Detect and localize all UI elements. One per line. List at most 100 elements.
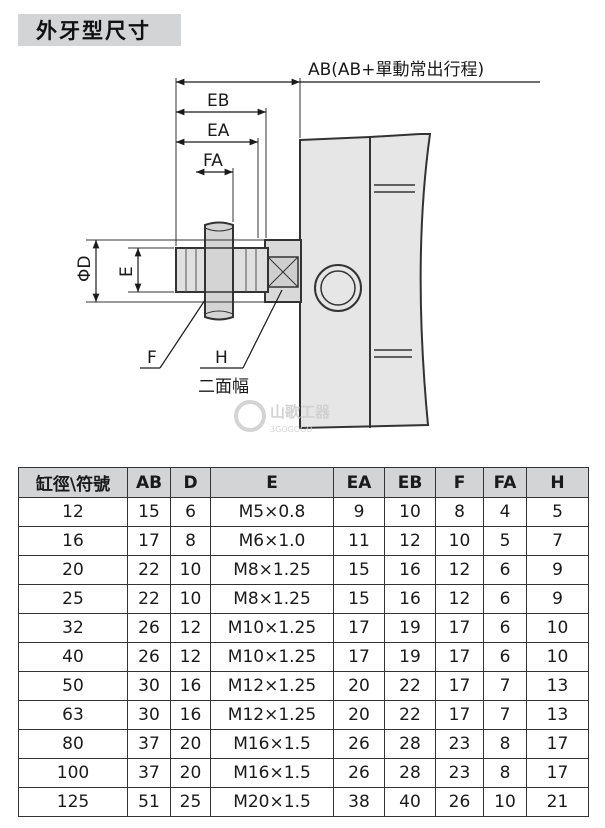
table-cell: 20 bbox=[333, 700, 385, 730]
cylinder-body bbox=[299, 133, 432, 430]
table-cell: 10 bbox=[170, 555, 211, 585]
table-cell: 10 bbox=[435, 526, 484, 556]
table-cell: 37 bbox=[127, 729, 171, 759]
table-cell: 38 bbox=[333, 787, 385, 817]
table-cell: 8 bbox=[435, 497, 484, 527]
label-e: E bbox=[117, 266, 137, 277]
table-cell: 25 bbox=[170, 787, 211, 817]
table-cell: 51 bbox=[127, 787, 171, 817]
table-cell: 12 bbox=[170, 613, 211, 643]
table-cell: 10 bbox=[170, 584, 211, 614]
table-cell: 23 bbox=[435, 758, 484, 788]
label-ea: EA bbox=[207, 121, 230, 141]
column-header: 缸徑\符號 bbox=[18, 467, 128, 498]
table-cell: 17 bbox=[435, 700, 484, 730]
label-fa: FA bbox=[203, 151, 223, 171]
table-cell: 7 bbox=[483, 671, 527, 701]
table-cell: 19 bbox=[384, 642, 436, 672]
section-title: 外牙型尺寸 bbox=[18, 14, 181, 46]
table-cell: 5 bbox=[483, 526, 527, 556]
table-cell: 16 bbox=[170, 671, 211, 701]
label-h: H bbox=[215, 348, 228, 368]
table-cell: 17 bbox=[526, 758, 589, 788]
table-cell: M6×1.0 bbox=[210, 526, 334, 556]
table-cell: 20 bbox=[170, 729, 211, 759]
table-cell: 16 bbox=[384, 584, 436, 614]
table-cell: M16×1.5 bbox=[210, 729, 334, 759]
table-cell: 25 bbox=[18, 584, 128, 614]
table-cell: 17 bbox=[127, 526, 171, 556]
table-cell: M8×1.25 bbox=[210, 555, 334, 585]
table-cell: 9 bbox=[333, 497, 385, 527]
table-cell: 8 bbox=[170, 526, 211, 556]
table-cell: 13 bbox=[526, 700, 589, 730]
table-cell: 20 bbox=[170, 758, 211, 788]
table-cell: 30 bbox=[127, 700, 171, 730]
table-cell: 12 bbox=[384, 526, 436, 556]
table-cell: M12×1.25 bbox=[210, 700, 334, 730]
table-cell: 17 bbox=[435, 642, 484, 672]
table-cell: 63 bbox=[18, 700, 128, 730]
table-cell: 11 bbox=[333, 526, 385, 556]
table-cell: 37 bbox=[127, 758, 171, 788]
column-header: AB bbox=[127, 467, 171, 498]
table-cell: 10 bbox=[526, 642, 589, 672]
table-cell: 7 bbox=[483, 700, 527, 730]
table-cell: 8 bbox=[483, 729, 527, 759]
table-cell: 32 bbox=[18, 613, 128, 643]
table-cell: 8 bbox=[483, 758, 527, 788]
table-cell: 50 bbox=[18, 671, 128, 701]
table-cell: 6 bbox=[483, 555, 527, 585]
table-cell: 6 bbox=[483, 642, 527, 672]
label-ab: AB(AB+單動常出行程) bbox=[308, 60, 484, 80]
table-cell: 6 bbox=[170, 497, 211, 527]
label-phid: ΦD bbox=[75, 256, 95, 282]
table-cell: 5 bbox=[526, 497, 589, 527]
table-cell: 26 bbox=[127, 613, 171, 643]
label-eb: EB bbox=[207, 91, 229, 111]
table-cell: 12 bbox=[18, 497, 128, 527]
hex-nut bbox=[204, 221, 234, 321]
column-header: F bbox=[435, 467, 484, 498]
table-cell: 16 bbox=[384, 555, 436, 585]
column-header: D bbox=[170, 467, 211, 498]
table-cell: 26 bbox=[333, 758, 385, 788]
table-cell: 12 bbox=[170, 642, 211, 672]
table-cell: 15 bbox=[333, 584, 385, 614]
label-f: F bbox=[147, 348, 157, 368]
table-cell: 4 bbox=[483, 497, 527, 527]
table-cell: 30 bbox=[127, 671, 171, 701]
table-cell: 12 bbox=[435, 584, 484, 614]
table-cell: 7 bbox=[526, 526, 589, 556]
table-cell: 19 bbox=[384, 613, 436, 643]
watermark-code: 3GOGOGO bbox=[270, 425, 313, 434]
table-cell: 15 bbox=[127, 497, 171, 527]
dimension-lines bbox=[92, 78, 540, 369]
column-header: FA bbox=[483, 467, 527, 498]
table-cell: 6 bbox=[483, 584, 527, 614]
table-cell: 16 bbox=[170, 700, 211, 730]
column-header: EB bbox=[384, 467, 436, 498]
table-cell: 15 bbox=[333, 555, 385, 585]
column-header: EA bbox=[333, 467, 385, 498]
label-wrench-flats: 二面幅 bbox=[198, 377, 249, 397]
table-cell: 17 bbox=[333, 613, 385, 643]
column-header: E bbox=[210, 467, 334, 498]
table-cell: 12 bbox=[435, 555, 484, 585]
table-cell: 10 bbox=[526, 613, 589, 643]
table-cell: 17 bbox=[526, 729, 589, 759]
table-cell: 20 bbox=[18, 555, 128, 585]
table-cell: 26 bbox=[127, 642, 171, 672]
table-cell: 6 bbox=[483, 613, 527, 643]
